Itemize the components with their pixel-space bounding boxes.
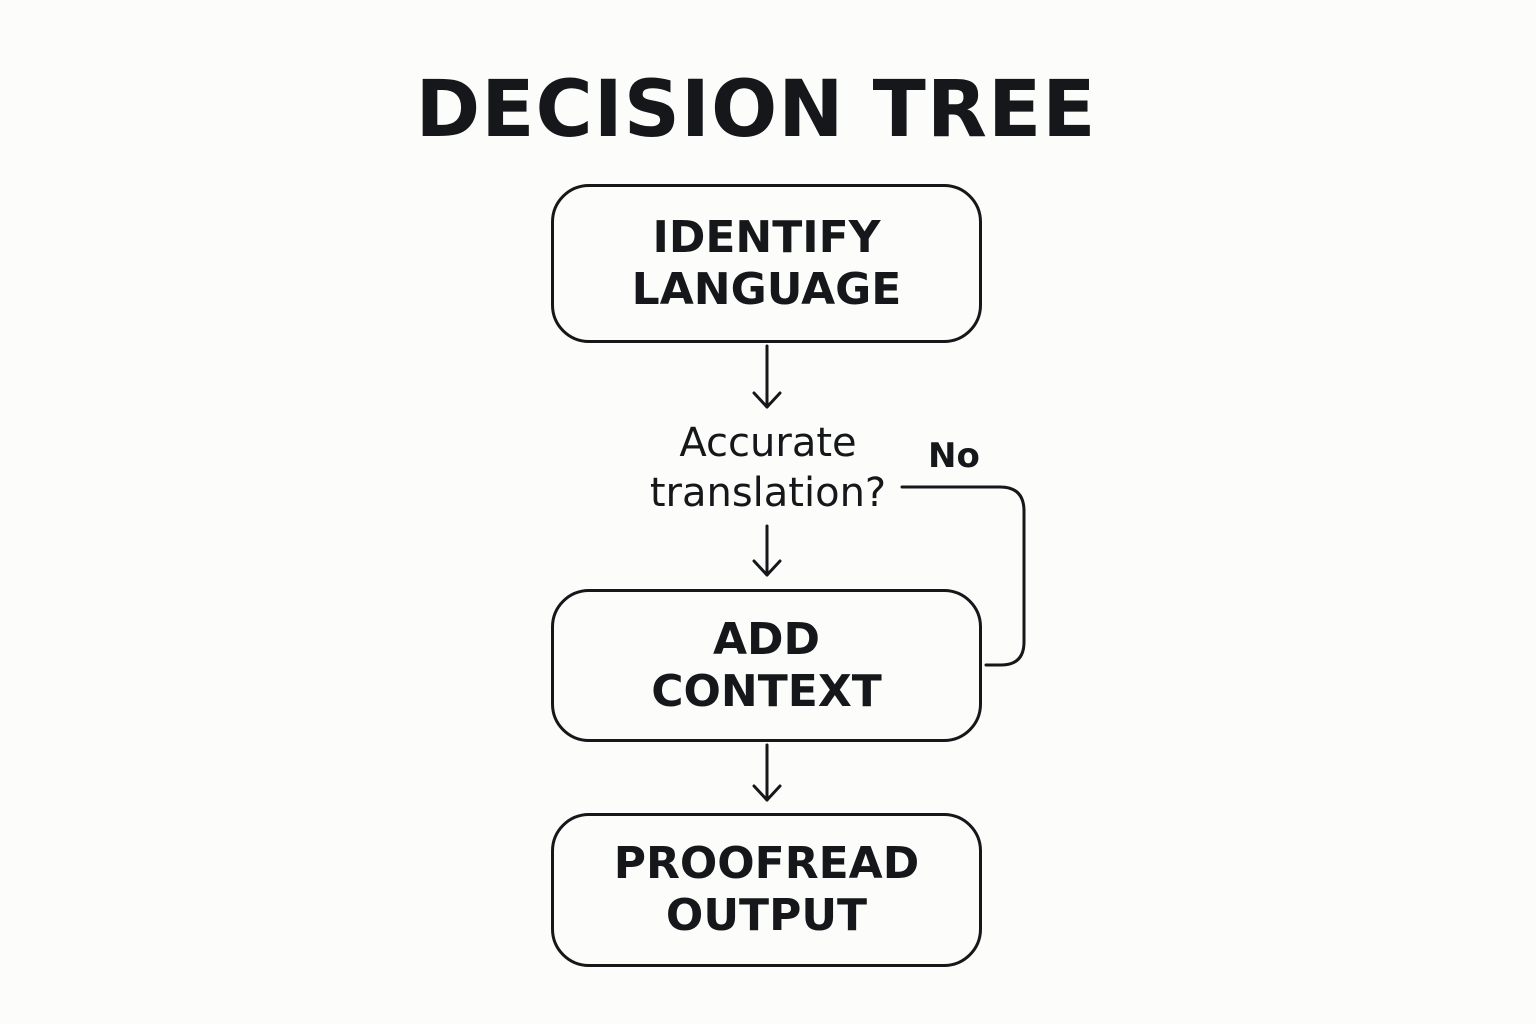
node-label-line: CONTEXT [651, 665, 882, 717]
arrow-question-to-context [752, 524, 782, 577]
node-label-line: OUTPUT [665, 890, 868, 941]
arrow-identify-to-question [752, 344, 782, 409]
question-line: Accurate [679, 420, 857, 466]
node-label-line: PROOFREAD [613, 838, 920, 889]
diagram-title: DECISION TREE [415, 65, 1097, 155]
add-context-node: ADD CONTEXT [551, 589, 982, 742]
node-label-line: IDENTIFY [652, 211, 881, 263]
arrow-context-to-proofread [752, 743, 782, 802]
identify-language-node: IDENTIFY LANGUAGE [551, 184, 982, 343]
decision-question: Accurate translation? [618, 418, 918, 518]
no-branch-connector [900, 485, 1026, 667]
no-branch-label: No [928, 436, 980, 476]
question-line: translation? [649, 470, 887, 516]
node-label-line: ADD [712, 613, 821, 665]
proofread-output-node: PROOFREAD OUTPUT [551, 813, 982, 967]
node-label-line: LANGUAGE [631, 263, 902, 315]
